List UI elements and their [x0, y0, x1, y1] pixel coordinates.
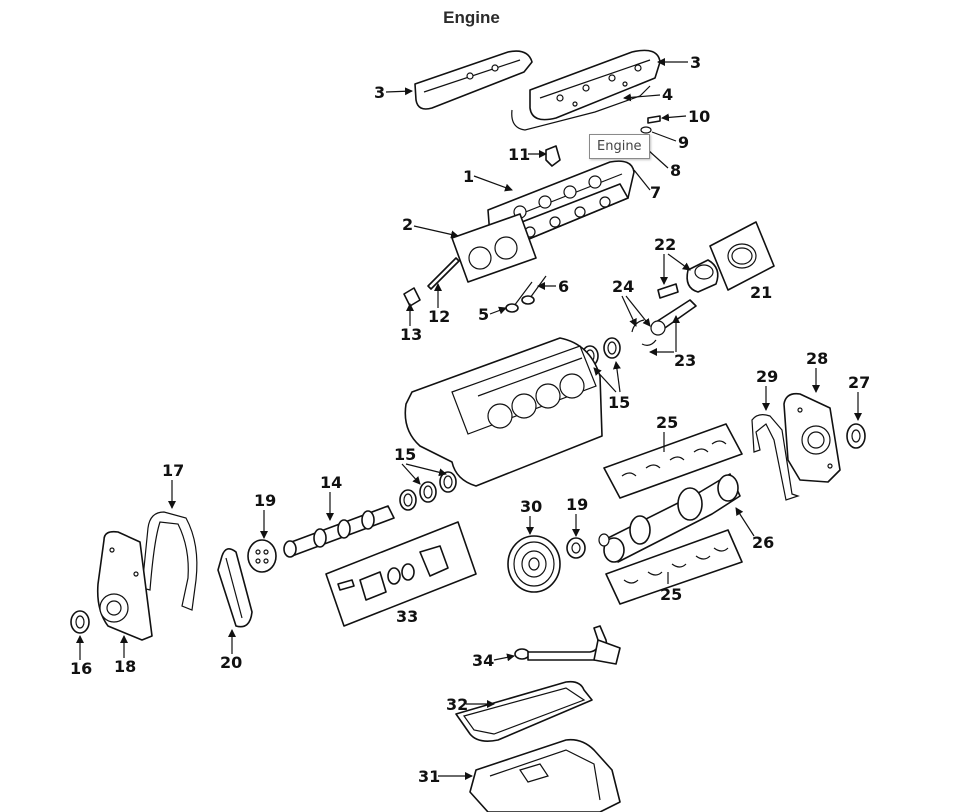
callout-13: 13: [400, 325, 422, 344]
callout-7: 7: [650, 183, 661, 202]
timing-chain: [217, 548, 253, 628]
engine-block: [404, 337, 603, 487]
callout-11: 11: [508, 145, 530, 164]
valves: [505, 275, 547, 313]
hover-tooltip: Engine: [589, 134, 650, 159]
main-bearings-lower: [605, 529, 743, 605]
callout-15-lower: 15: [394, 445, 416, 464]
callout-12: 12: [428, 307, 450, 326]
callout-19-cam: 19: [254, 491, 276, 510]
oil-pan-gasket: [455, 680, 593, 742]
oil-pickup-tube: [514, 625, 621, 665]
callout-5: 5: [478, 305, 489, 324]
callouts: 1 2 3 3 4 10 9 8 7 11 12 13 5: [70, 53, 870, 786]
bolt-and-washer: [640, 115, 661, 134]
head-gasket: [451, 213, 537, 283]
harmonic-balancer: [507, 535, 561, 593]
oil-pan: [469, 738, 621, 812]
valve-cover-left: [414, 50, 533, 110]
callout-24: 24: [612, 277, 634, 296]
callout-20: 20: [220, 653, 242, 672]
callout-23: 23: [674, 351, 696, 370]
callout-21: 21: [750, 283, 772, 302]
callout-10: 10: [688, 107, 710, 126]
callout-30: 30: [520, 497, 542, 516]
callout-32: 32: [446, 695, 468, 714]
rear-cover: [783, 392, 841, 483]
callout-15-upper: 15: [608, 393, 630, 412]
rear-gasket: [751, 414, 800, 501]
callout-1: 1: [463, 167, 474, 186]
callout-33: 33: [396, 607, 418, 626]
timing-cover: [96, 530, 153, 641]
piston-rings-box: [709, 221, 775, 291]
piston: [657, 259, 719, 299]
callout-27: 27: [848, 373, 870, 392]
callout-31: 31: [418, 767, 440, 786]
page-title: Engine: [443, 8, 500, 27]
callout-16: 16: [70, 659, 92, 678]
sensor: [545, 145, 561, 167]
cam-sprocket: [247, 539, 277, 573]
crank-sprocket: [566, 537, 586, 559]
callout-25-lower: 25: [660, 585, 682, 604]
callout-14: 14: [320, 473, 342, 492]
callout-28: 28: [806, 349, 828, 368]
callout-25-upper: 25: [656, 413, 678, 432]
front-cover-gasket: [141, 511, 198, 611]
callout-34: 34: [472, 651, 494, 670]
callout-22: 22: [654, 235, 676, 254]
callout-26: 26: [752, 533, 774, 552]
rear-seal: [846, 423, 866, 449]
connecting-rod: [631, 299, 697, 346]
crankshaft: [598, 473, 741, 563]
callout-8: 8: [670, 161, 681, 180]
callout-9: 9: [678, 133, 689, 152]
camshaft: [283, 505, 395, 558]
pushrod-and-lifter: [403, 257, 460, 307]
callout-17: 17: [162, 461, 184, 480]
callout-29: 29: [756, 367, 778, 386]
callout-6: 6: [558, 277, 569, 296]
callout-3-left: 3: [374, 83, 385, 102]
valve-cover-right: [511, 49, 661, 131]
callout-4: 4: [662, 85, 673, 104]
oil-pump-kit: [325, 521, 477, 627]
callout-3-right: 3: [690, 53, 701, 72]
main-bearings-upper: [603, 423, 743, 499]
callout-19-crank: 19: [566, 495, 588, 514]
cam-bearings-lower: [399, 471, 457, 511]
callout-18: 18: [114, 657, 136, 676]
callout-2: 2: [402, 215, 413, 234]
front-seal: [70, 610, 90, 634]
